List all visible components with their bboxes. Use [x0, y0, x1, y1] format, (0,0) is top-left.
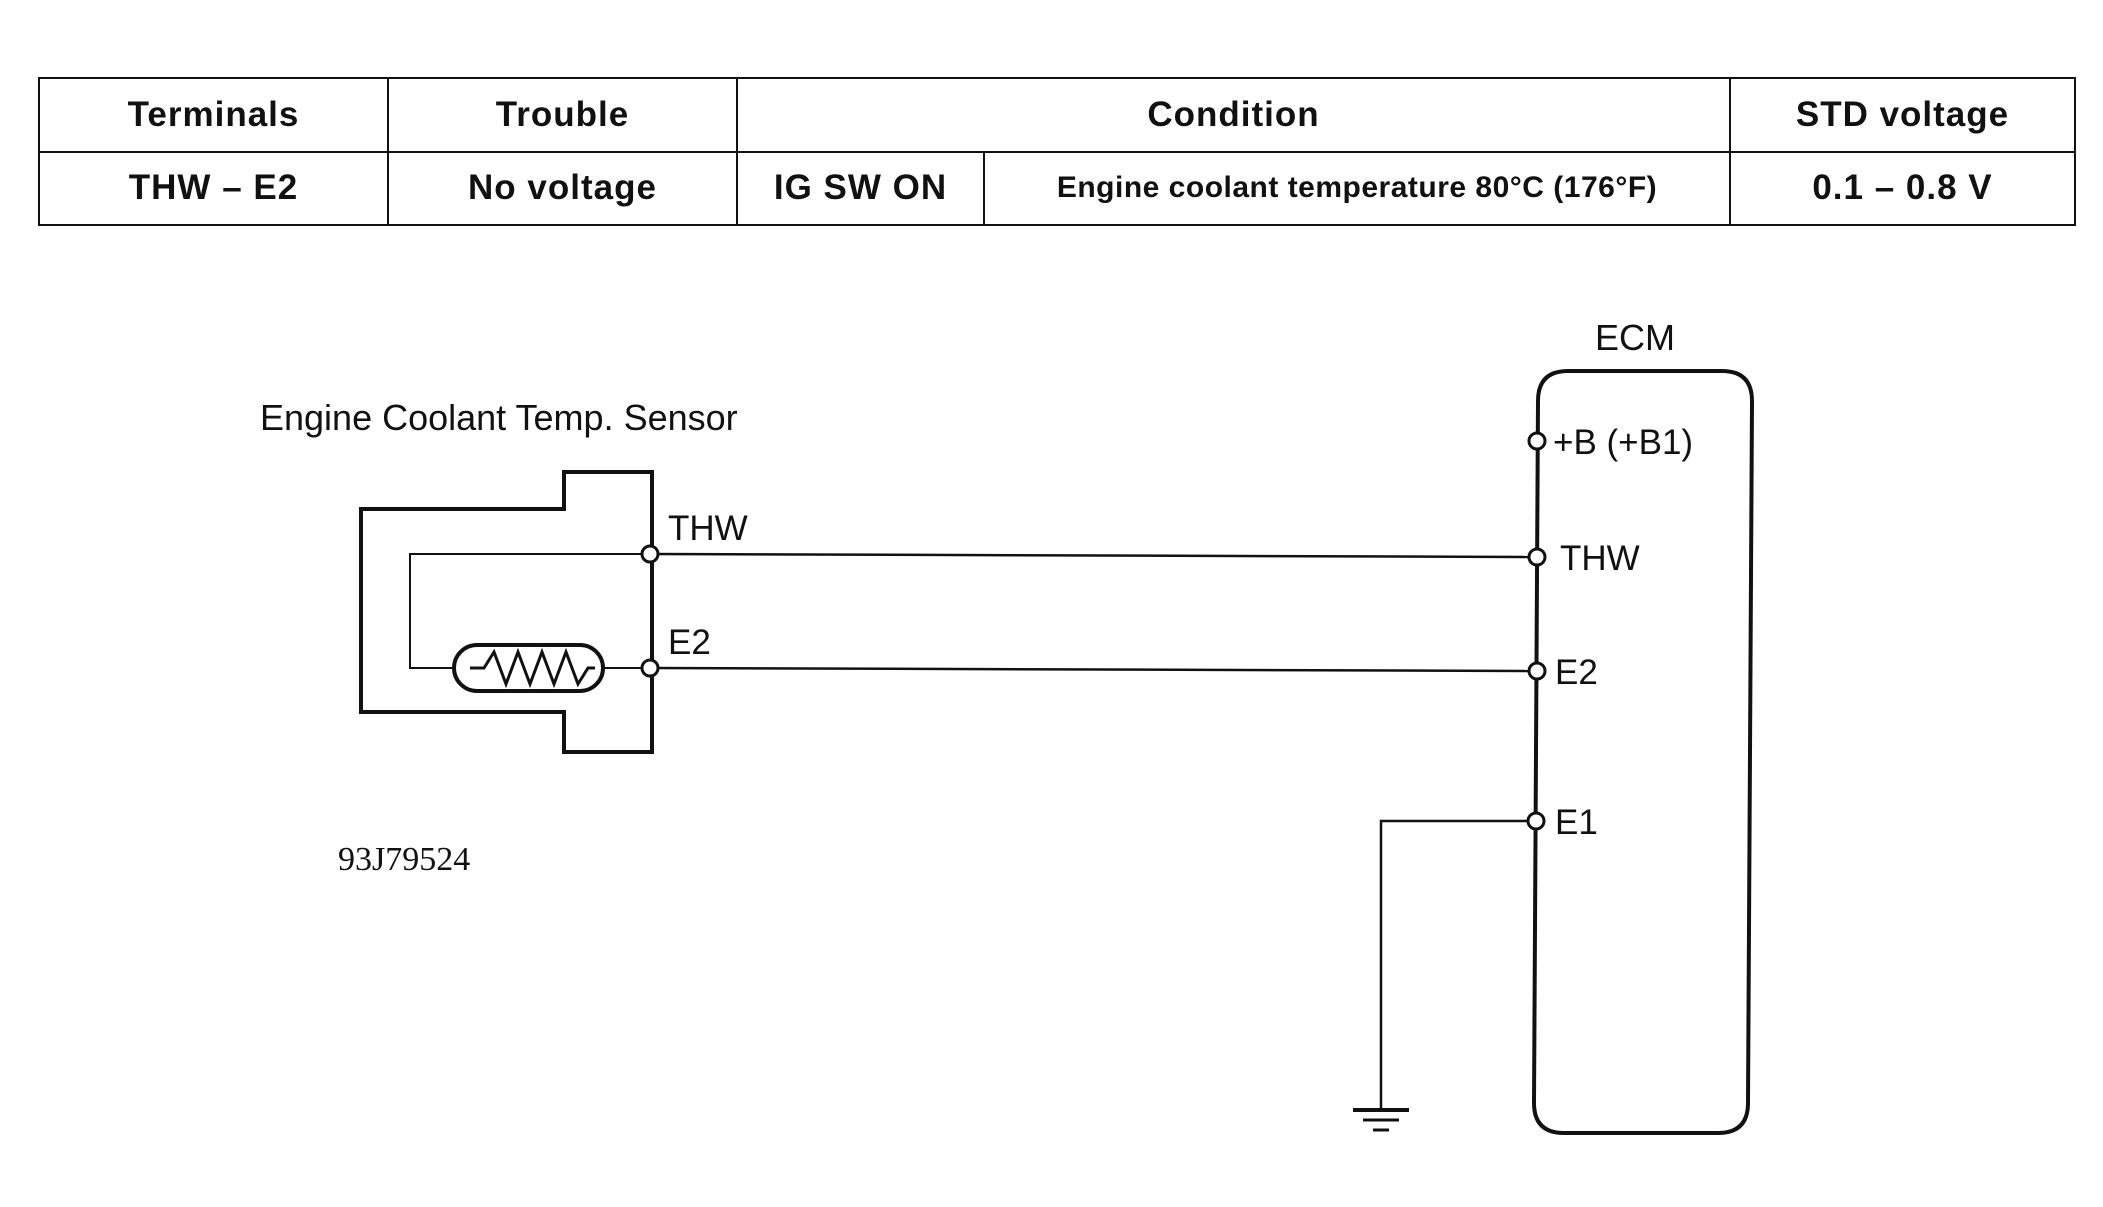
sensor-label-e2: E2 [668, 623, 711, 662]
sensor-label-thw: THW [668, 509, 748, 548]
sensor-terminal-e2 [640, 658, 660, 678]
ecm-label-b: +B (+B1) [1553, 423, 1693, 462]
ground-icon [1353, 1108, 1409, 1132]
sensor-internal-wire-thw [409, 553, 650, 669]
header-terminals: Terminals [38, 77, 389, 153]
figure-code: 93J79524 [338, 841, 470, 878]
spec-table: Terminals Trouble Condition STD voltage … [38, 77, 2076, 226]
table-row: THW – E2 No voltage IG SW ON Engine cool… [38, 150, 2076, 226]
ecm-box [1531, 369, 1755, 1135]
ecm-terminal-b [1527, 431, 1547, 451]
cell-trouble: No voltage [387, 150, 738, 226]
wire-e1-ground [1379, 819, 1528, 1110]
ecm-terminal-thw [1527, 547, 1547, 567]
cell-terminals: THW – E2 [38, 150, 389, 226]
ecm-title: ECM [1595, 317, 1675, 358]
header-std-voltage: STD voltage [1729, 77, 2076, 153]
ecm-terminal-e2 [1527, 661, 1547, 681]
wire-thw [649, 552, 1538, 559]
table-header-row: Terminals Trouble Condition STD voltage [38, 77, 2076, 153]
cell-std-voltage: 0.1 – 0.8 V [1729, 150, 2076, 226]
cell-condition-switch: IG SW ON [736, 150, 985, 226]
resistor-zigzag-icon [470, 647, 595, 689]
ecm-terminal-e1 [1526, 811, 1546, 831]
ecm-label-e1: E1 [1555, 803, 1598, 842]
sensor-terminal-thw [640, 544, 660, 564]
header-condition: Condition [736, 77, 1731, 153]
ecm-label-thw: THW [1560, 539, 1640, 578]
cell-condition-detail: Engine coolant temperature 80°C (176°F) [983, 150, 1731, 226]
ecm-label-e2: E2 [1555, 653, 1598, 692]
wire-e2 [649, 666, 1538, 673]
header-trouble: Trouble [387, 77, 738, 153]
sensor-housing [359, 470, 654, 754]
sensor-title: Engine Coolant Temp. Sensor [260, 397, 738, 438]
